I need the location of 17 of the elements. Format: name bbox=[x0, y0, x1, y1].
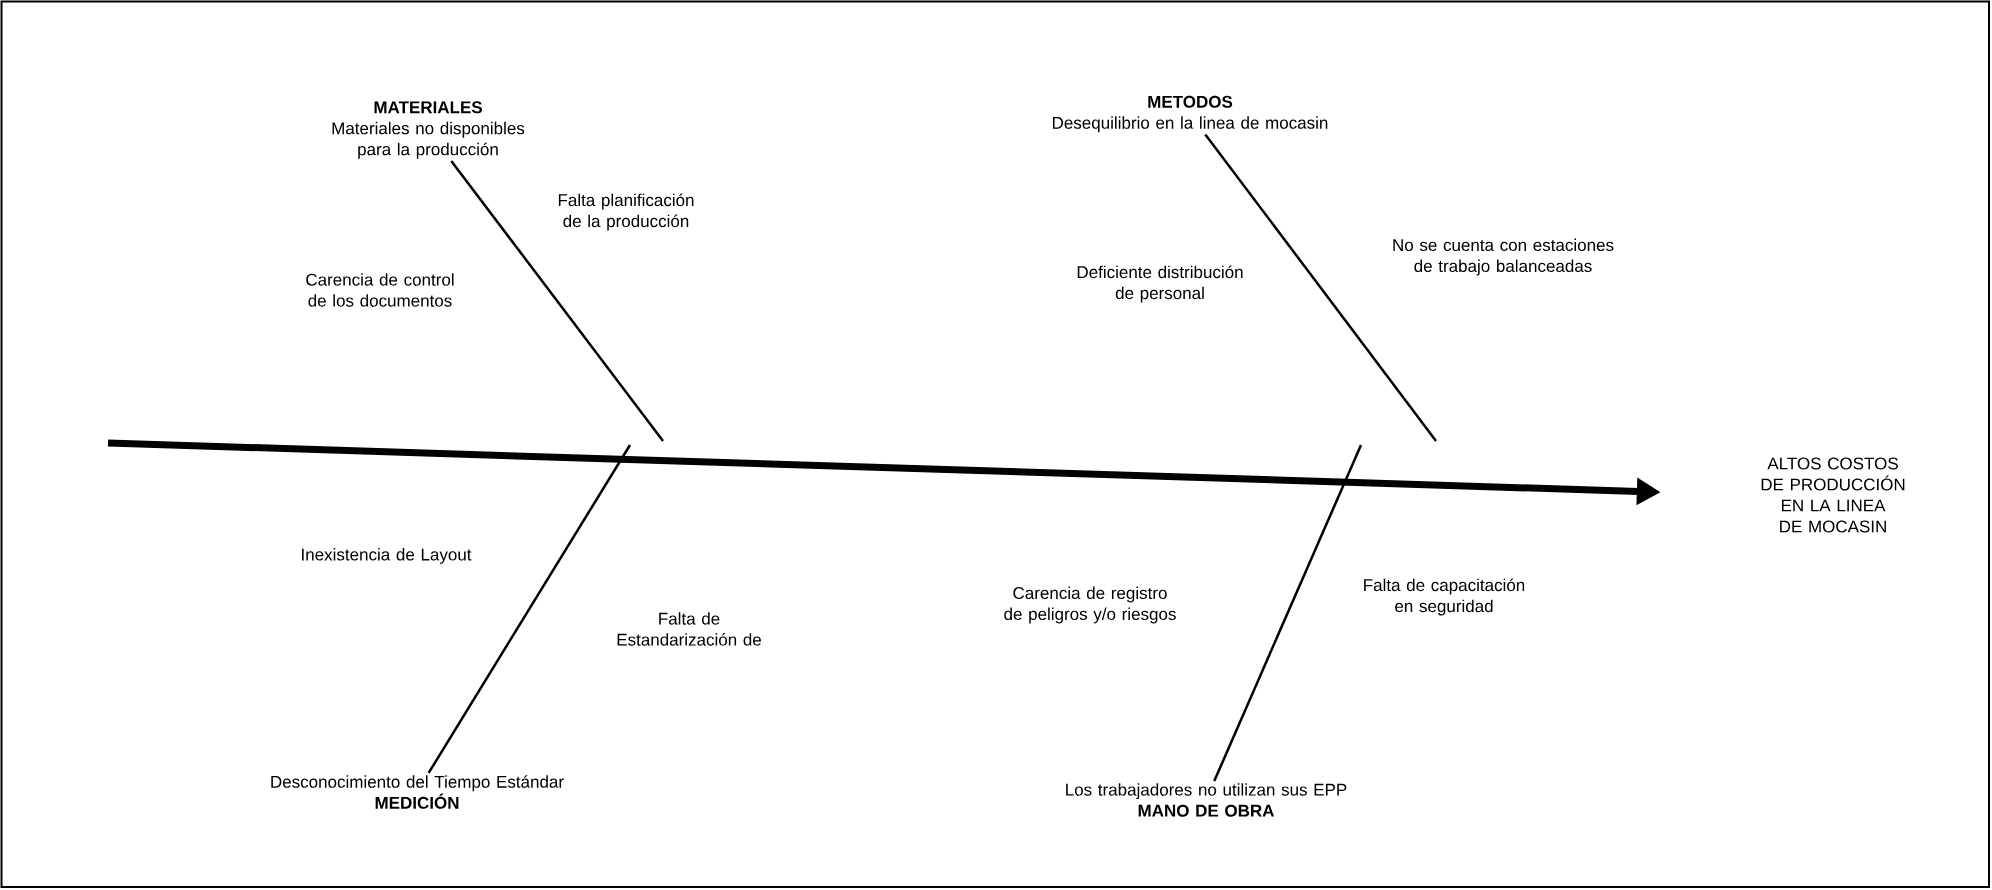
category-text: MATERIALES Materiales no disponibles para la producción bbox=[332, 101, 525, 159]
cause-text: Falta de capacitación en seguridad bbox=[1364, 578, 1525, 616]
bone-line bbox=[450, 160, 664, 442]
cause-text: Falta de Estandarización de bbox=[617, 612, 761, 646]
bone-line bbox=[1213, 444, 1363, 782]
cause-text: Carencia de registro de peligros y/o riesgos bbox=[1004, 586, 1176, 624]
category-text: Los trabajadores no utilizan sus EPP MANO DE OBRA bbox=[1066, 783, 1347, 817]
cause-text: Deficiente distribución de personal bbox=[1077, 265, 1243, 303]
cause-text: Falta planificación de la producción bbox=[558, 193, 694, 231]
cause-text: Carencia de control de los documentos bbox=[306, 273, 454, 307]
bone-line bbox=[1204, 133, 1437, 442]
category-text: Desconocimiento del Tiempo Estándar MEDICIÓN bbox=[271, 775, 564, 809]
cause-text: No se cuenta con estaciones de trabajo balanceadas bbox=[1393, 238, 1614, 276]
cause-text: Inexistencia de Layout bbox=[302, 548, 472, 564]
category-text: METODOS Desequilibrio en la linea de mocasin bbox=[1052, 95, 1328, 133]
bone-line bbox=[427, 444, 632, 774]
effect-text: ALTOS COSTOS DE PRODUCCIÓN EN LA LINEA DE MOCASIN bbox=[1761, 457, 1905, 533]
